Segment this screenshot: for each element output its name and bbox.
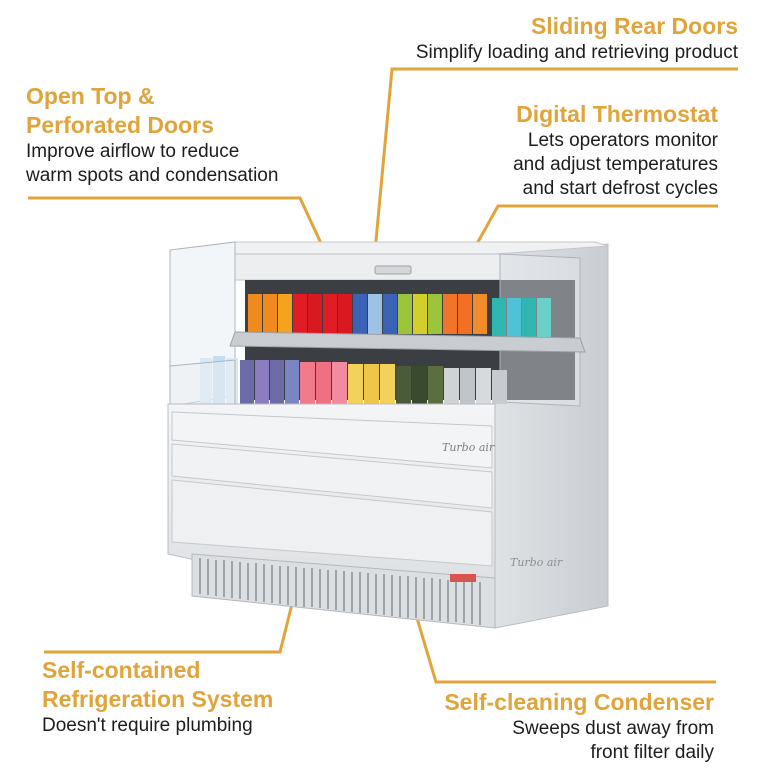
brand-logo-front: Turbo air: [442, 441, 495, 454]
leader-self-cleaning: [412, 607, 716, 684]
display-shelf: [229, 331, 586, 353]
warning-label: [450, 574, 476, 582]
leader-open-top: [28, 196, 328, 255]
refrigerated-merchandiser-image: Turbo air Turbo air: [167, 241, 609, 629]
canopy-front: [234, 253, 501, 281]
leader-self-contained: [44, 591, 297, 654]
callout-open-top: Open Top & Perforated Doors Improve airf…: [26, 82, 278, 188]
callout-title: Digital Thermostat: [516, 101, 718, 127]
callout-title: Sliding Rear Doors: [530, 13, 738, 39]
callout-self-cleaning: Self-cleaning Condenser Sweeps dust away…: [444, 688, 714, 765]
callout-self-contained: Self-contained Refrigeration System Does…: [42, 656, 273, 738]
condenser-vent: [199, 558, 481, 625]
callout-title: Open Top & Perforated Doors: [26, 83, 214, 138]
top-shelf-products: [248, 294, 551, 338]
callout-desc: Improve airflow to reduce warm spots and…: [26, 141, 279, 186]
glass-front-lower: [169, 359, 236, 409]
callout-desc: Doesn't require plumbing: [42, 715, 253, 736]
callout-desc: Simplify loading and retrieving product: [415, 42, 738, 63]
front-panel-2: [171, 443, 493, 509]
leader-digital-thermostat: [467, 204, 718, 259]
front-panel-1: [171, 411, 493, 469]
front-panel-3: [171, 479, 493, 567]
callout-digital-thermostat: Digital Thermostat Lets operators monito…: [513, 100, 718, 201]
callout-desc: Sweeps dust away from front filter daily: [512, 718, 714, 763]
door-handle: [374, 265, 412, 275]
callout-title: Self-cleaning Condenser: [444, 689, 714, 715]
callout-title: Self-contained Refrigeration System: [42, 657, 274, 712]
callout-desc: Lets operators monitor and adjust temper…: [513, 130, 718, 199]
callout-sliding-rear-doors: Sliding Rear Doors Simplify loading and …: [416, 12, 738, 65]
leader-sliding-rear-doors: [372, 67, 738, 263]
brand-logo-side: Turbo air: [510, 556, 563, 569]
